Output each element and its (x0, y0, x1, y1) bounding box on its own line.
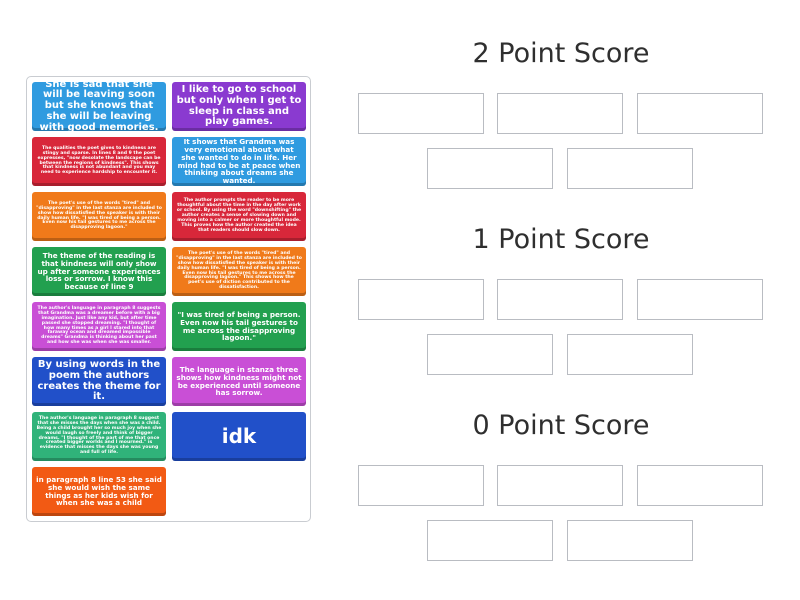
answer-card[interactable]: It shows that Grandma was very emotional… (172, 137, 306, 186)
drop-slot[interactable] (637, 465, 763, 506)
drop-slot[interactable] (358, 93, 484, 134)
drop-slot[interactable] (637, 279, 763, 320)
answer-card[interactable]: idk (172, 412, 306, 461)
answer-card[interactable]: The language in stanza three shows how k… (172, 357, 306, 406)
drop-slot[interactable] (358, 279, 484, 320)
answer-card[interactable]: By using words in the poem the authors c… (32, 357, 166, 406)
answer-card[interactable]: The qualities the poet gives to kindness… (32, 137, 166, 186)
card-tray: She is sad that she will be leaving soon… (26, 76, 311, 522)
drop-slot[interactable] (567, 334, 693, 375)
drop-slot[interactable] (497, 279, 623, 320)
category-title-1-point: 1 Point Score (472, 224, 650, 255)
answer-card[interactable]: The poet's use of the words "tired" and … (172, 247, 306, 296)
drop-slot[interactable] (637, 93, 763, 134)
category-title-0-points: 0 Point Score (472, 410, 650, 441)
drop-slot[interactable] (567, 520, 693, 561)
drop-slot[interactable] (427, 148, 553, 189)
drop-slot[interactable] (497, 93, 623, 134)
category-title-2-points: 2 Point Score (472, 38, 650, 69)
drop-slot[interactable] (567, 148, 693, 189)
answer-card[interactable]: The author prompts the reader to be more… (172, 192, 306, 241)
drop-slot[interactable] (427, 520, 553, 561)
answer-card[interactable]: I like to go to school but only when I g… (172, 82, 306, 131)
drop-slot[interactable] (497, 465, 623, 506)
drop-slot[interactable] (358, 465, 484, 506)
answer-card[interactable]: in paragraph 8 line 53 she said she woul… (32, 467, 166, 516)
answer-card[interactable]: The theme of the reading is that kindnes… (32, 247, 166, 296)
answer-card[interactable]: The poet's use of the words "tired" and … (32, 192, 166, 241)
drop-slot[interactable] (427, 334, 553, 375)
answer-card[interactable]: The author's language in paragraph 8 sug… (32, 302, 166, 351)
answer-card[interactable]: She is sad that she will be leaving soon… (32, 82, 166, 131)
answer-card[interactable]: The author's language in paragraph 8 sug… (32, 412, 166, 461)
answer-card[interactable]: "I was tired of being a person. Even now… (172, 302, 306, 351)
